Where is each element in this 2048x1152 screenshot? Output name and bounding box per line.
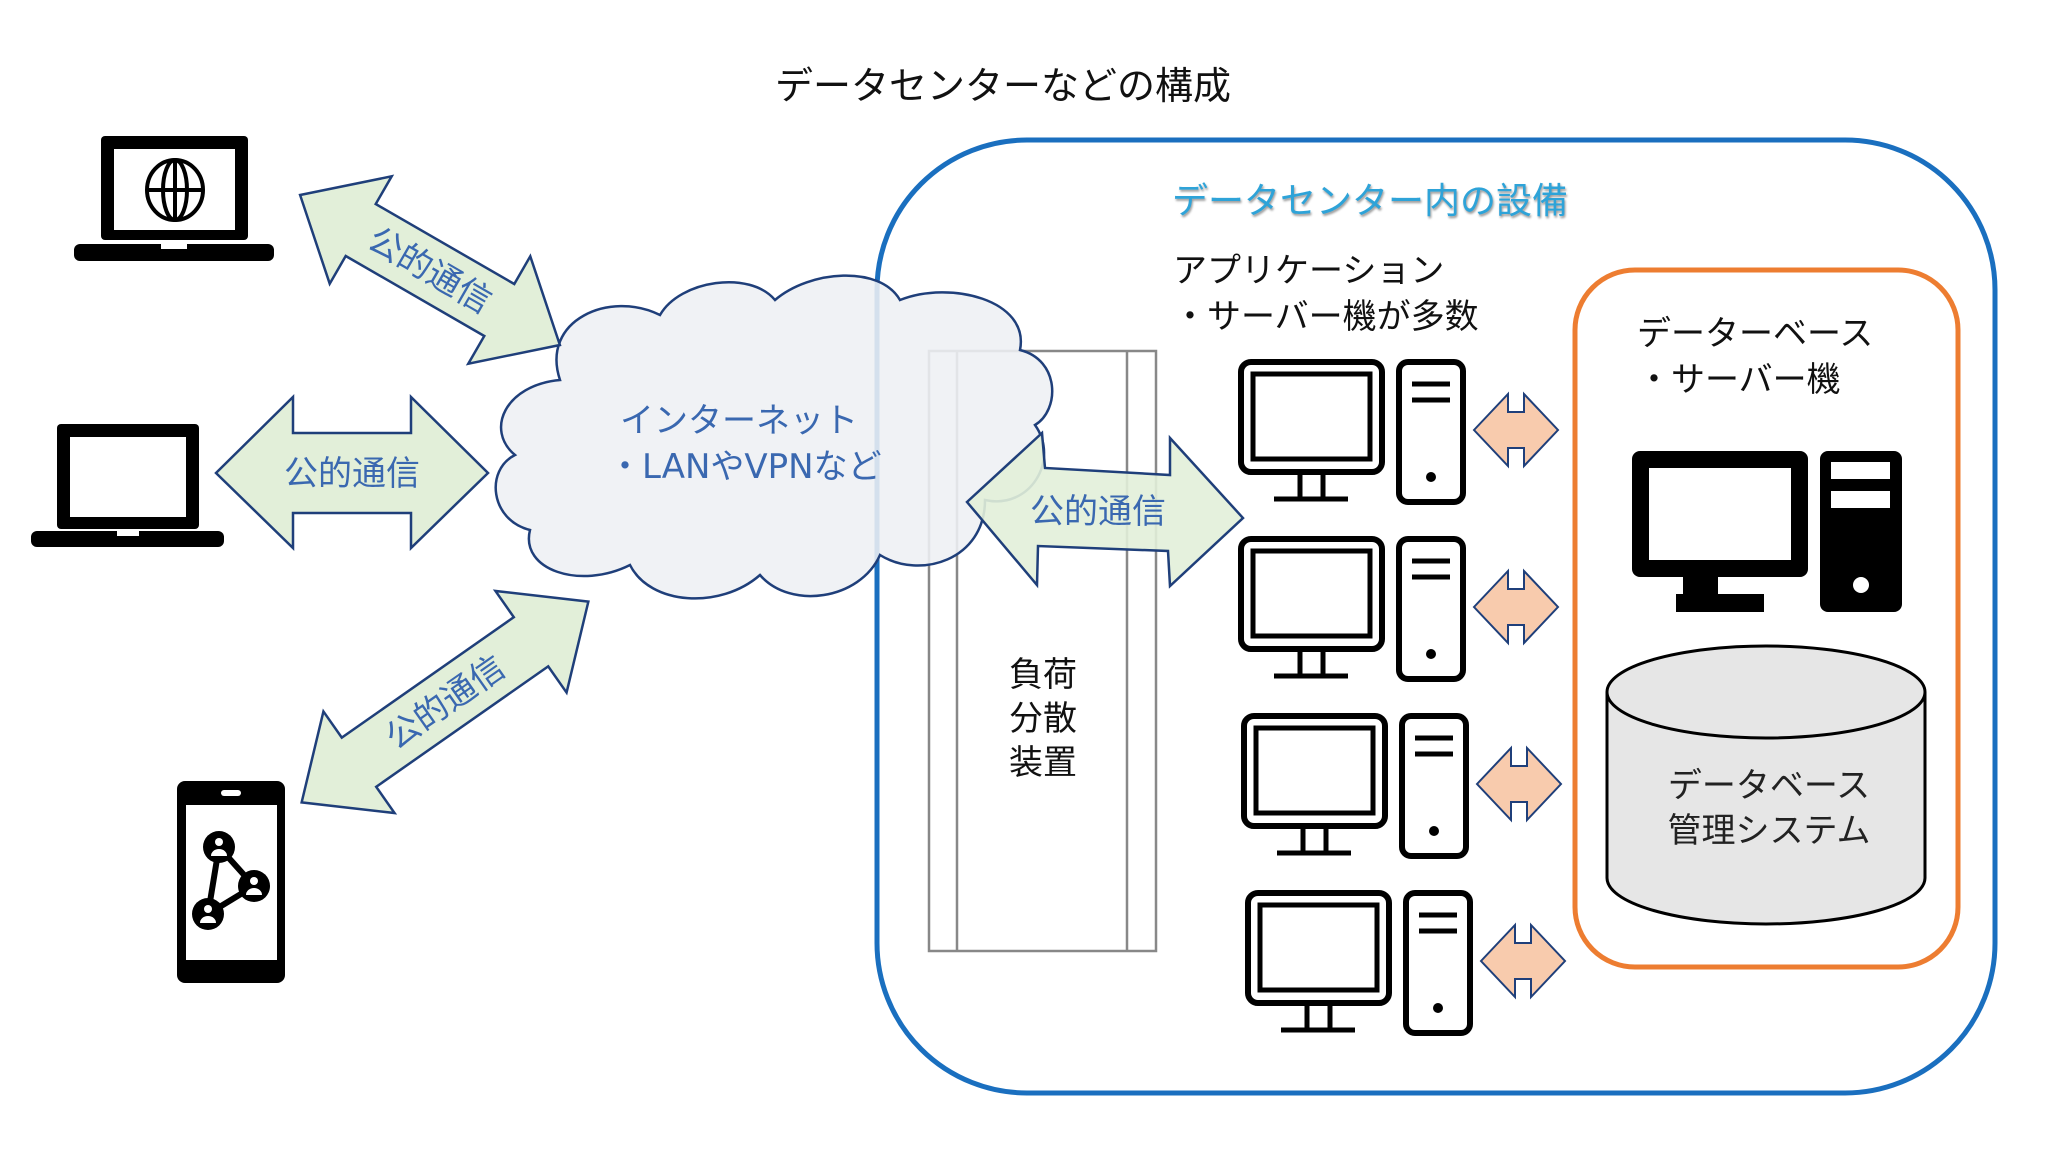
laptop-client — [31, 424, 224, 547]
public-comm-arrow-laptop1: 公的通信 — [298, 174, 562, 366]
internet-cloud: インターネット ・LANやVPNなど — [494, 274, 1054, 600]
public-comm-label-4: 公的通信 — [1030, 492, 1166, 532]
bidirectional-arrow — [1475, 745, 1563, 823]
app-server-icon — [1238, 536, 1466, 682]
app-server-icon — [1238, 359, 1466, 505]
datacenter-label: データセンター内の設備 — [1172, 181, 1568, 222]
bidirectional-arrow — [1479, 922, 1567, 1000]
app-server-icon — [1241, 713, 1469, 859]
load-balancer-label-1: 負荷 — [1009, 655, 1077, 695]
database-server-icon — [1632, 451, 1902, 612]
globe-icon — [145, 158, 205, 222]
cloud-label-1: インターネット — [620, 401, 858, 441]
public-comm-arrow-phone: 公的通信 — [300, 589, 590, 815]
db-group-label-1: データーベース — [1637, 314, 1873, 354]
public-comm-label-2: 公的通信 — [284, 454, 420, 494]
public-comm-arrow-laptop2: 公的通信 — [214, 394, 490, 551]
public-comm-arrow-to-datacenter: 公的通信 — [965, 430, 1245, 589]
network-users-icon — [192, 831, 270, 930]
bidirectional-arrow — [1472, 391, 1560, 469]
app-server-icon — [1245, 890, 1473, 1036]
cloud-label-2: ・LANやVPNなど — [608, 447, 882, 487]
database-label-1: データベース — [1668, 766, 1870, 806]
app-servers-label-2: ・サーバー機が多数 — [1173, 297, 1479, 337]
database-label-2: 管理システム — [1668, 811, 1871, 851]
load-balancer-label-2: 分散 — [1009, 699, 1077, 739]
db-group-label-2: ・サーバー機 — [1637, 360, 1841, 400]
load-balancer-label-3: 装置 — [1009, 743, 1077, 783]
app-servers-label-1: アプリケーション — [1173, 251, 1444, 291]
bidirectional-arrow — [1472, 568, 1560, 646]
database-cylinder: データベース 管理システム — [1605, 644, 1927, 926]
app-server-list — [1238, 359, 1567, 1036]
database-server-group — [1572, 267, 1961, 970]
datacenter-boundary — [874, 137, 1998, 1096]
laptop-globe-client — [74, 136, 274, 261]
smartphone-client — [177, 781, 285, 983]
diagram-title: データセンターなどの構成 — [775, 64, 1231, 108]
